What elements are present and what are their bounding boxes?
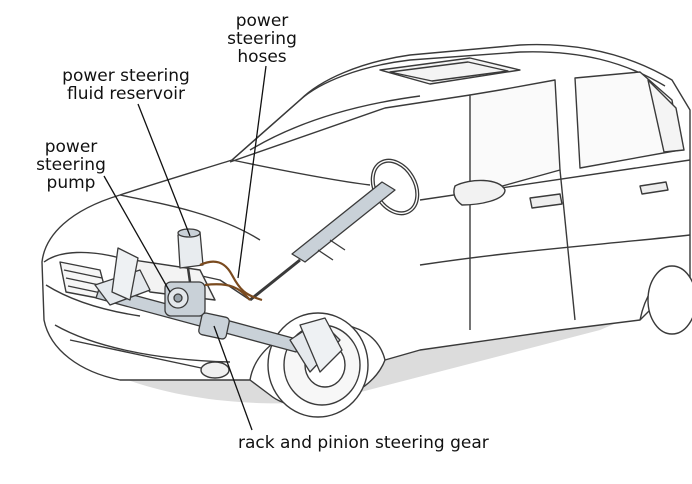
label-power-steering-pump: power steering pump <box>36 137 106 193</box>
leader-gear <box>213 325 253 431</box>
label-power-steering-fluid-reservoir: power steering fluid reservoir <box>62 66 190 104</box>
steering-rack <box>95 285 301 353</box>
leader-reservoir <box>137 103 191 237</box>
leader-lines <box>103 65 267 431</box>
steering-system <box>94 158 420 373</box>
steering-column <box>291 181 396 263</box>
label-rack-and-pinion-steering-gear: rack and pinion steering gear <box>238 433 489 453</box>
power-steering-hoses <box>199 260 263 302</box>
label-power-steering-hoses: power steering hoses <box>227 11 297 67</box>
power-steering-pump <box>164 281 206 317</box>
leader-pump <box>103 175 171 293</box>
leader-hoses <box>237 65 267 279</box>
